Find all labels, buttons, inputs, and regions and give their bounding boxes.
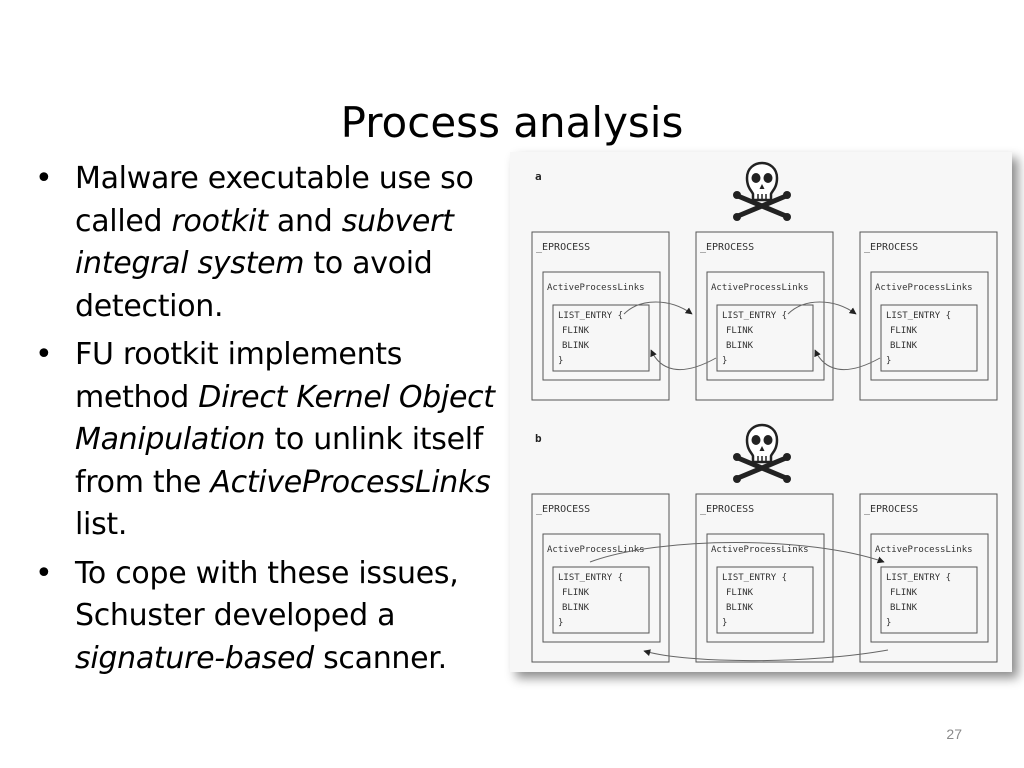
- bullet-text-segment: To cope with these issues, Schuster deve…: [75, 555, 459, 634]
- dkom-diagram: a b _EPROCESSActiveProcessLinksLIST_ENTR…: [531, 152, 998, 663]
- list-entry-line: }: [558, 618, 563, 628]
- flink-arrow: [623, 301, 693, 315]
- bullet-text-segment: Malware executable use so called: [75, 161, 474, 239]
- list-entry-line: }: [722, 356, 727, 366]
- bullet-item: • Malware executable use so called rootk…: [30, 158, 505, 328]
- list-entry-line: BLINK: [890, 603, 918, 613]
- eprocess-box: [531, 493, 670, 663]
- activeprocesslinks-box: [870, 271, 989, 381]
- list-entry-line: FLINK: [726, 588, 754, 598]
- activeprocesslinks-box: [542, 271, 661, 381]
- bullet-list: • Malware executable use so called rootk…: [30, 158, 505, 686]
- bullet-glyph: •: [35, 337, 53, 372]
- activeprocesslinks-box: [542, 533, 661, 643]
- activeprocesslinks-box: [870, 533, 989, 643]
- list-entry-line: LIST_ENTRY {: [886, 311, 951, 321]
- list-entry-line: BLINK: [726, 603, 754, 613]
- list-entry-box: [716, 304, 814, 372]
- blink-arrow: [814, 349, 881, 371]
- panel-b-label: b: [535, 432, 542, 445]
- list-entry-box: [880, 566, 978, 634]
- eprocess-label: _EPROCESS: [864, 242, 918, 253]
- eprocess-label: _EPROCESS: [864, 504, 918, 515]
- list-entry-line: FLINK: [562, 588, 590, 598]
- list-entry-line: }: [722, 618, 727, 628]
- bullet-text-italic: ActiveProcessLinks: [210, 464, 491, 500]
- list-entry-line: LIST_ENTRY {: [722, 573, 787, 583]
- activeprocesslinks-label: ActiveProcessLinks: [547, 283, 645, 293]
- bullet-item: • To cope with these issues, Schuster de…: [30, 553, 505, 681]
- bullet-text-italic: signature-based: [75, 640, 314, 676]
- list-entry-line: BLINK: [890, 341, 918, 351]
- list-entry-line: BLINK: [726, 341, 754, 351]
- page-number: 27: [946, 726, 962, 742]
- eprocess-label: _EPROCESS: [536, 242, 590, 253]
- bullet-glyph: •: [35, 161, 53, 196]
- activeprocesslinks-label: ActiveProcessLinks: [875, 283, 973, 293]
- list-entry-line: BLINK: [562, 341, 590, 351]
- list-entry-box: [552, 566, 650, 634]
- activeprocesslinks-box: [706, 533, 825, 643]
- list-entry-box: [552, 304, 650, 372]
- bullet-glyph: •: [35, 555, 53, 591]
- bullet-text-italic: Direct Kernel Object Manipulation: [75, 379, 495, 458]
- bullet-text-segment: to unlink itself from the: [75, 422, 484, 500]
- activeprocesslinks-label: ActiveProcessLinks: [547, 545, 645, 555]
- skull-and-crossbones-icon: [733, 163, 791, 221]
- eprocess-box: [531, 231, 670, 401]
- eprocess-box: [695, 493, 834, 663]
- eprocess-label: _EPROCESS: [700, 504, 754, 515]
- eprocess-label: _EPROCESS: [536, 504, 590, 515]
- list-entry-line: LIST_ENTRY {: [558, 311, 623, 321]
- bullet-item: • FU rootkit implements method Direct Ke…: [30, 334, 505, 547]
- list-entry-line: FLINK: [726, 326, 754, 336]
- skull-and-crossbones-icon: [733, 425, 791, 483]
- eprocess-box: [695, 231, 834, 401]
- list-entry-line: }: [886, 618, 891, 628]
- list-entry-line: }: [886, 356, 891, 366]
- bullet-text-italic: rootkit: [171, 203, 268, 239]
- eprocess-box: [859, 231, 998, 401]
- list-entry-line: LIST_ENTRY {: [558, 573, 623, 583]
- activeprocesslinks-label: ActiveProcessLinks: [711, 545, 809, 555]
- eprocess-box: [859, 493, 998, 663]
- bullet-text-segment: and: [267, 203, 342, 239]
- flink-bypass-arrow: [589, 542, 885, 564]
- bullet-text-segment: to avoid detection.: [75, 246, 433, 324]
- blink-bypass-arrow: [643, 649, 889, 662]
- list-entry-line: BLINK: [562, 603, 590, 613]
- blink-arrow: [650, 349, 717, 371]
- list-entry-line: LIST_ENTRY {: [722, 311, 787, 321]
- activeprocesslinks-label: ActiveProcessLinks: [711, 283, 809, 293]
- activeprocesslinks-label: ActiveProcessLinks: [875, 545, 973, 555]
- bullet-text-italic: subvert integral system: [75, 203, 454, 282]
- list-entry-line: FLINK: [890, 588, 918, 598]
- list-entry-box: [716, 566, 814, 634]
- list-entry-line: LIST_ENTRY {: [886, 573, 951, 583]
- bullet-text-segment: scanner.: [313, 640, 447, 676]
- bullet-text-segment: list.: [75, 507, 128, 542]
- bullet-text-segment: FU rootkit implements method: [75, 337, 403, 415]
- flink-arrow: [787, 301, 857, 315]
- activeprocesslinks-box: [706, 271, 825, 381]
- list-entry-box: [880, 304, 978, 372]
- slide-title: Process analysis: [340, 98, 684, 148]
- list-entry-line: FLINK: [890, 326, 918, 336]
- list-entry-line: FLINK: [562, 326, 590, 336]
- list-entry-line: }: [558, 356, 563, 366]
- eprocess-label: _EPROCESS: [700, 242, 754, 253]
- panel-a-label: a: [535, 170, 542, 183]
